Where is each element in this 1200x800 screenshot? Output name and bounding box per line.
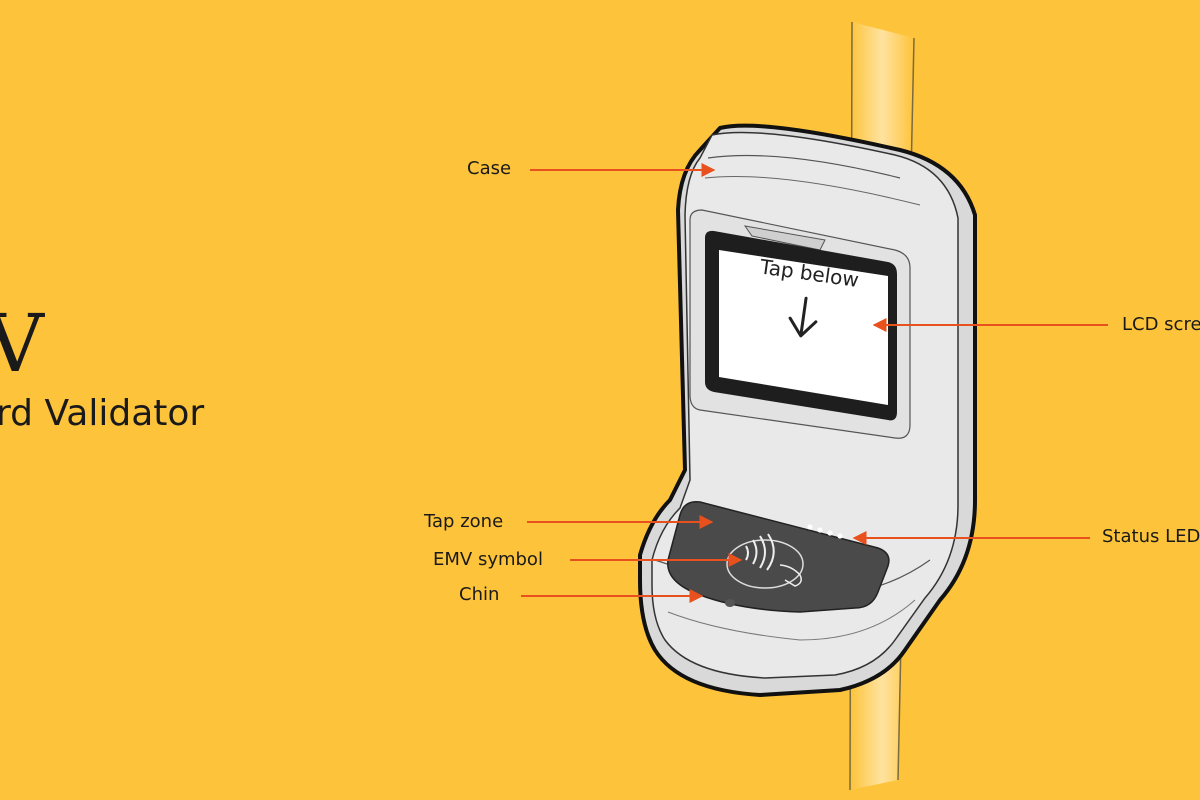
callout-status-leds: Status LED xyxy=(1102,526,1200,547)
arrow-down-icon xyxy=(788,296,818,338)
callout-lcd-screen: LCD scre xyxy=(1122,314,1200,335)
chin-indicator xyxy=(725,599,735,607)
callout-tap-zone: Tap zone xyxy=(424,511,504,532)
tap-zone-panel xyxy=(667,501,890,613)
status-leds xyxy=(807,524,843,539)
contactless-emv-icon xyxy=(726,533,804,589)
callout-case: Case xyxy=(467,158,512,179)
callout-emv-symbol: EMV symbol xyxy=(433,549,543,570)
subtitle-fragment: rd Validator xyxy=(0,393,205,434)
title-fragment: V xyxy=(0,297,44,390)
callout-arrows xyxy=(521,163,1108,603)
callout-chin: Chin xyxy=(459,584,500,605)
